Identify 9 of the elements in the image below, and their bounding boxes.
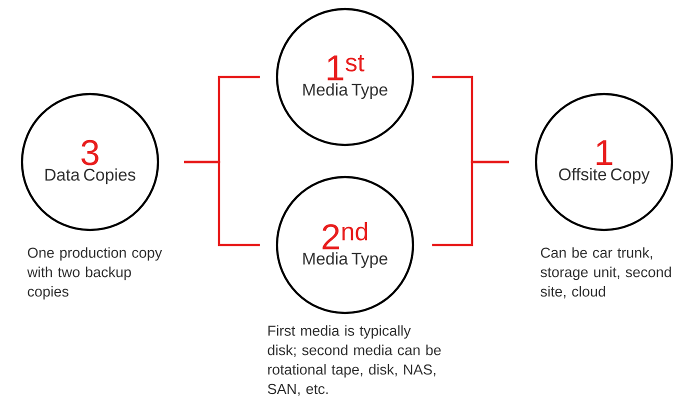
caption-text: Can be car trunk, storage unit, second site, cloud — [540, 247, 671, 298]
circle-node: 3 Data Copies — [20, 92, 160, 232]
circle-node: 1 Offsite Copy — [534, 92, 674, 232]
circle-node: 1$^{st}$ Media Type — [276, 8, 414, 146]
circle-node: 2$^{nd}$ Media Type — [276, 176, 414, 314]
bracket-connector — [432, 160, 509, 246]
caption-text: One production copy with two backup copies — [27, 247, 162, 300]
bracket-connector — [184, 160, 260, 246]
caption-text: First media is typically disk; second media can be rotational tape, disk, NAS, SAN, etc. — [268, 325, 441, 396]
